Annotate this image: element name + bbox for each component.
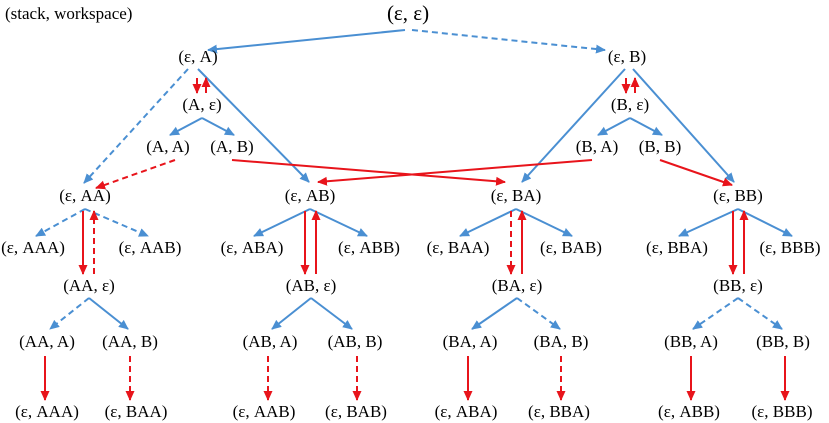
node-B-B: (B, B) — [639, 137, 682, 156]
diagram-caption: (stack, workspace) — [5, 4, 132, 23]
node-AB-B: (AB, B) — [328, 332, 383, 351]
node-eBAA: (ε, BAA) — [427, 238, 490, 257]
node-B-A: (B, A) — [576, 137, 619, 156]
leaf-eBBB: (ε, BBB) — [752, 402, 813, 421]
node-eBAB: (ε, BAB) — [540, 238, 602, 257]
blue-arrow-3 — [83, 68, 189, 184]
blue-arrow-14 — [597, 117, 631, 136]
leaf-eBAB: (ε, BAB) — [325, 402, 387, 421]
node-BBe: (BB, ε) — [713, 276, 763, 295]
blue-arrow-2 — [197, 68, 310, 183]
blue-arrow-7 — [201, 117, 235, 136]
blue-arrow-39 — [516, 297, 561, 330]
node-eBA: (ε, BA) — [491, 186, 542, 205]
node-AA-B: (AA, B) — [102, 332, 158, 351]
node-eABB: (ε, ABB) — [338, 238, 400, 257]
blue-arrow-26 — [253, 208, 311, 237]
blue-arrow-43 — [737, 208, 793, 237]
node-eB: (ε, B) — [608, 47, 646, 66]
edges — [35, 29, 793, 401]
node-BB-B: (BB, B) — [756, 332, 810, 351]
red-arrow-17 — [659, 159, 733, 187]
node-AAe: (AA, ε) — [63, 276, 115, 295]
blue-arrow-27 — [309, 208, 368, 237]
leaf-eBBA: (ε, BBA) — [528, 402, 590, 421]
blue-arrow-35 — [515, 208, 573, 237]
blue-arrow-22 — [49, 297, 90, 330]
blue-arrow-34 — [459, 208, 517, 237]
blue-arrow-11 — [632, 68, 735, 183]
node-ABe: (AB, ε) — [286, 276, 337, 295]
blue-arrow-47 — [737, 297, 783, 330]
blue-arrow-0 — [207, 29, 406, 54]
blue-arrow-18 — [35, 208, 86, 237]
blue-arrow-38 — [471, 297, 518, 330]
red-arrow-9 — [231, 159, 506, 186]
blue-arrow-10 — [521, 68, 626, 183]
node-A-B: (A, B) — [210, 137, 253, 156]
node-eAAA: (ε, AAA) — [1, 238, 65, 257]
leaf-eAAB: (ε, AAB) — [233, 402, 296, 421]
node-AB-A: (AB, A) — [243, 332, 298, 351]
node-eBBB: (ε, BBB) — [760, 238, 821, 257]
red-arrow-16 — [317, 159, 593, 186]
blue-arrow-42 — [678, 208, 739, 237]
node-Be: (B, ε) — [611, 95, 649, 114]
blue-arrow-31 — [310, 297, 353, 330]
leaf-eABA: (ε, ABA) — [435, 402, 498, 421]
blue-arrow-15 — [629, 117, 663, 136]
leaf-eABB: (ε, ABB) — [658, 402, 720, 421]
node-eBB: (ε, BB) — [713, 186, 763, 205]
node-BAe: (BA, ε) — [492, 276, 543, 295]
node-AA-A: (AA, A) — [19, 332, 75, 351]
node-BB-A: (BB, A) — [664, 332, 718, 351]
red-arrow-8 — [95, 159, 176, 190]
leaf-eAAA: (ε, AAA) — [15, 402, 79, 421]
node-BA-A: (BA, A) — [443, 332, 498, 351]
blue-arrow-6 — [169, 117, 203, 136]
blue-arrow-23 — [88, 297, 129, 330]
node-A-A: (A, A) — [146, 137, 189, 156]
node-eABA: (ε, ABA) — [221, 238, 284, 257]
node-Ae: (A, ε) — [182, 95, 221, 114]
node-eBBA: (ε, BBA) — [646, 238, 708, 257]
node-eAB: (ε, AB) — [285, 186, 336, 205]
leaf-eBAA: (ε, BAA) — [105, 402, 168, 421]
node-eAA: (ε, AA) — [59, 186, 111, 205]
node-root: (ε, ε) — [387, 1, 429, 25]
blue-arrow-1 — [411, 29, 606, 54]
node-eA: (ε, A) — [178, 47, 217, 66]
node-BA-B: (BA, B) — [534, 332, 589, 351]
blue-arrow-46 — [692, 297, 739, 330]
blue-arrow-30 — [271, 297, 312, 330]
node-eAAB: (ε, AAB) — [119, 238, 182, 257]
